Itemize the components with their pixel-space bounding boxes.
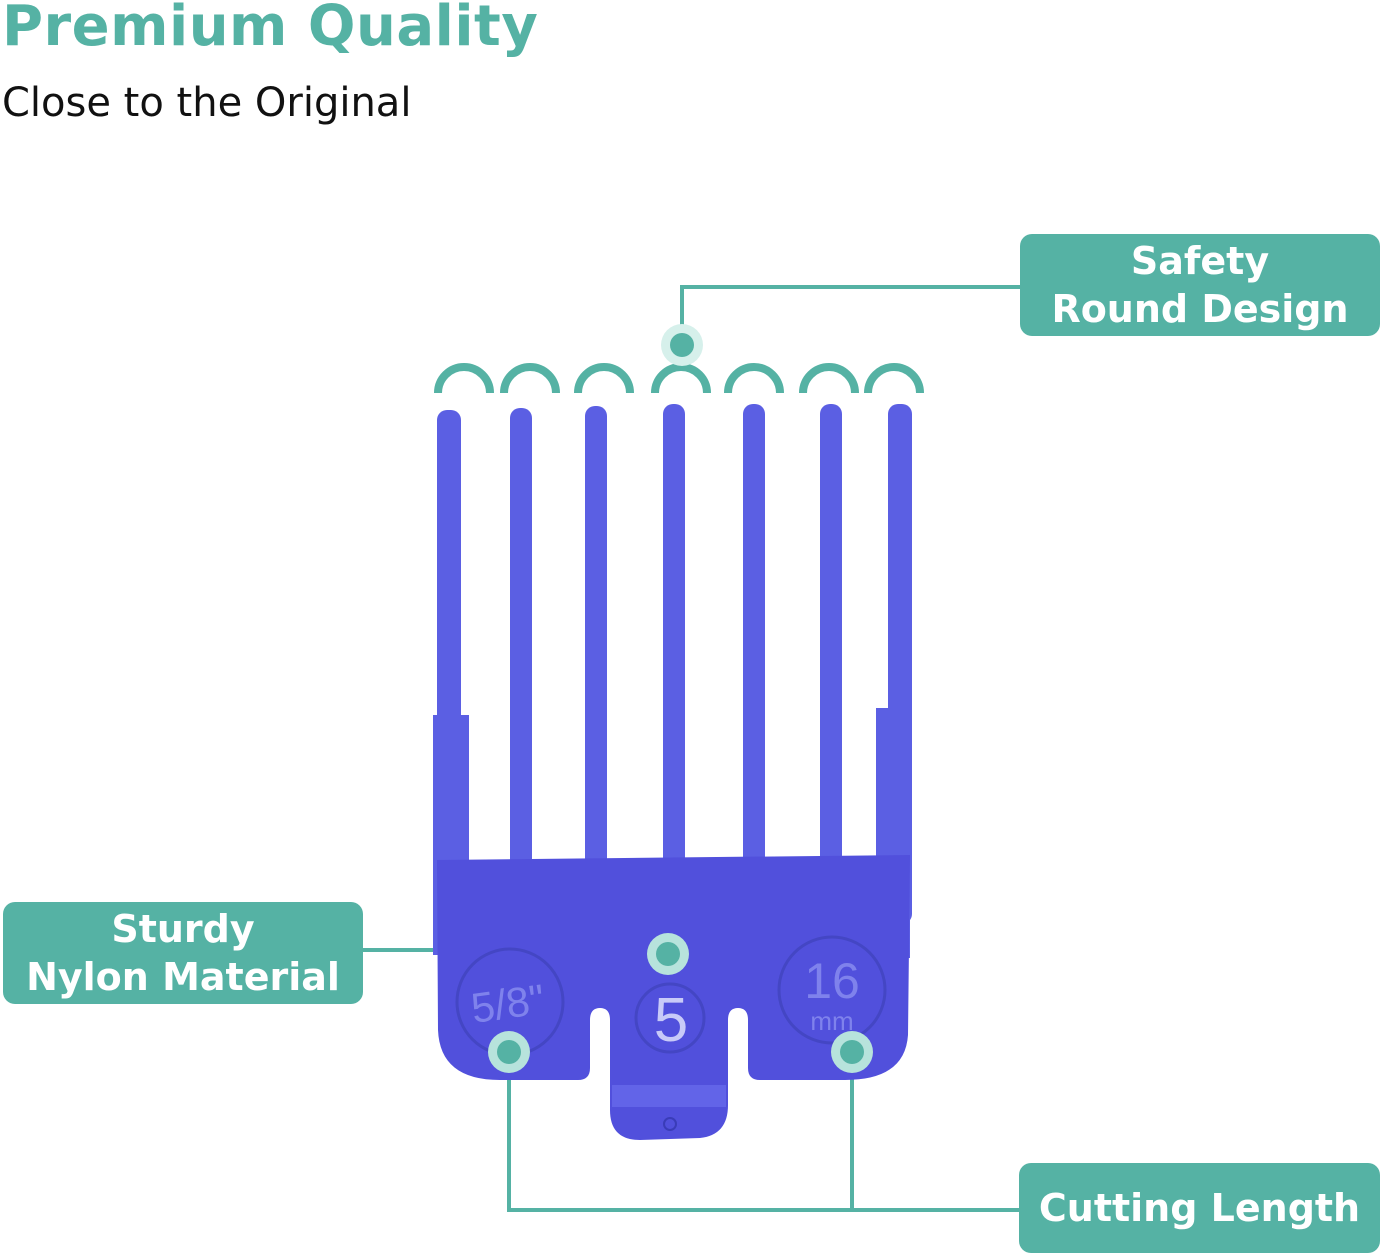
round-tip-arc bbox=[434, 363, 494, 394]
comb-tab-step bbox=[612, 1085, 726, 1107]
inch-mark-text: 5/8" bbox=[468, 975, 547, 1032]
comb-tooth bbox=[820, 404, 842, 924]
comb-tooth bbox=[663, 404, 685, 924]
marker-dot bbox=[656, 942, 680, 966]
number-emboss-circle bbox=[634, 982, 706, 1054]
length-connector-line bbox=[507, 1055, 1020, 1212]
cutting-length-callout: Cutting Length bbox=[1019, 1163, 1380, 1253]
callout-text: Cutting Length bbox=[1038, 1186, 1361, 1230]
comb-tooth bbox=[510, 408, 532, 928]
guide-comb: 5/8" 5 16 mm bbox=[433, 404, 912, 1140]
callout-line-1: Sturdy bbox=[111, 907, 255, 951]
page-title: Premium Quality bbox=[2, 0, 539, 59]
guide-number-text: 5 bbox=[654, 986, 688, 1055]
round-tip-arcs bbox=[434, 363, 924, 394]
callout-markers bbox=[488, 324, 873, 1073]
round-tip-arc bbox=[864, 363, 924, 394]
round-tip-arc bbox=[799, 363, 859, 394]
marker-dot bbox=[840, 1040, 864, 1064]
round-tip-arc bbox=[651, 363, 711, 394]
page-subtitle: Close to the Original bbox=[2, 80, 412, 126]
round-tip-arc bbox=[500, 363, 560, 394]
callout-line-1: Safety bbox=[1130, 239, 1270, 283]
safety-connector-line bbox=[680, 285, 1020, 340]
comb-tooth bbox=[585, 406, 607, 926]
mm-value-text: 16 bbox=[804, 953, 860, 1009]
marker-dot bbox=[497, 1040, 521, 1064]
safety-round-design-callout: Safety Round Design bbox=[1020, 234, 1380, 336]
comb-tooth bbox=[743, 404, 765, 924]
sturdy-nylon-material-callout: Sturdy Nylon Material bbox=[3, 902, 363, 1004]
round-tip-arc bbox=[724, 363, 784, 394]
marker-dot bbox=[670, 333, 694, 357]
comb-tab-hole bbox=[663, 1117, 677, 1131]
mm-unit-text: mm bbox=[810, 1006, 853, 1036]
callout-line-2: Nylon Material bbox=[26, 955, 340, 999]
callout-line-2: Round Design bbox=[1051, 287, 1349, 331]
round-tip-arc bbox=[574, 363, 634, 394]
comb-base bbox=[437, 855, 910, 1140]
mm-emboss-circle bbox=[777, 935, 887, 1045]
